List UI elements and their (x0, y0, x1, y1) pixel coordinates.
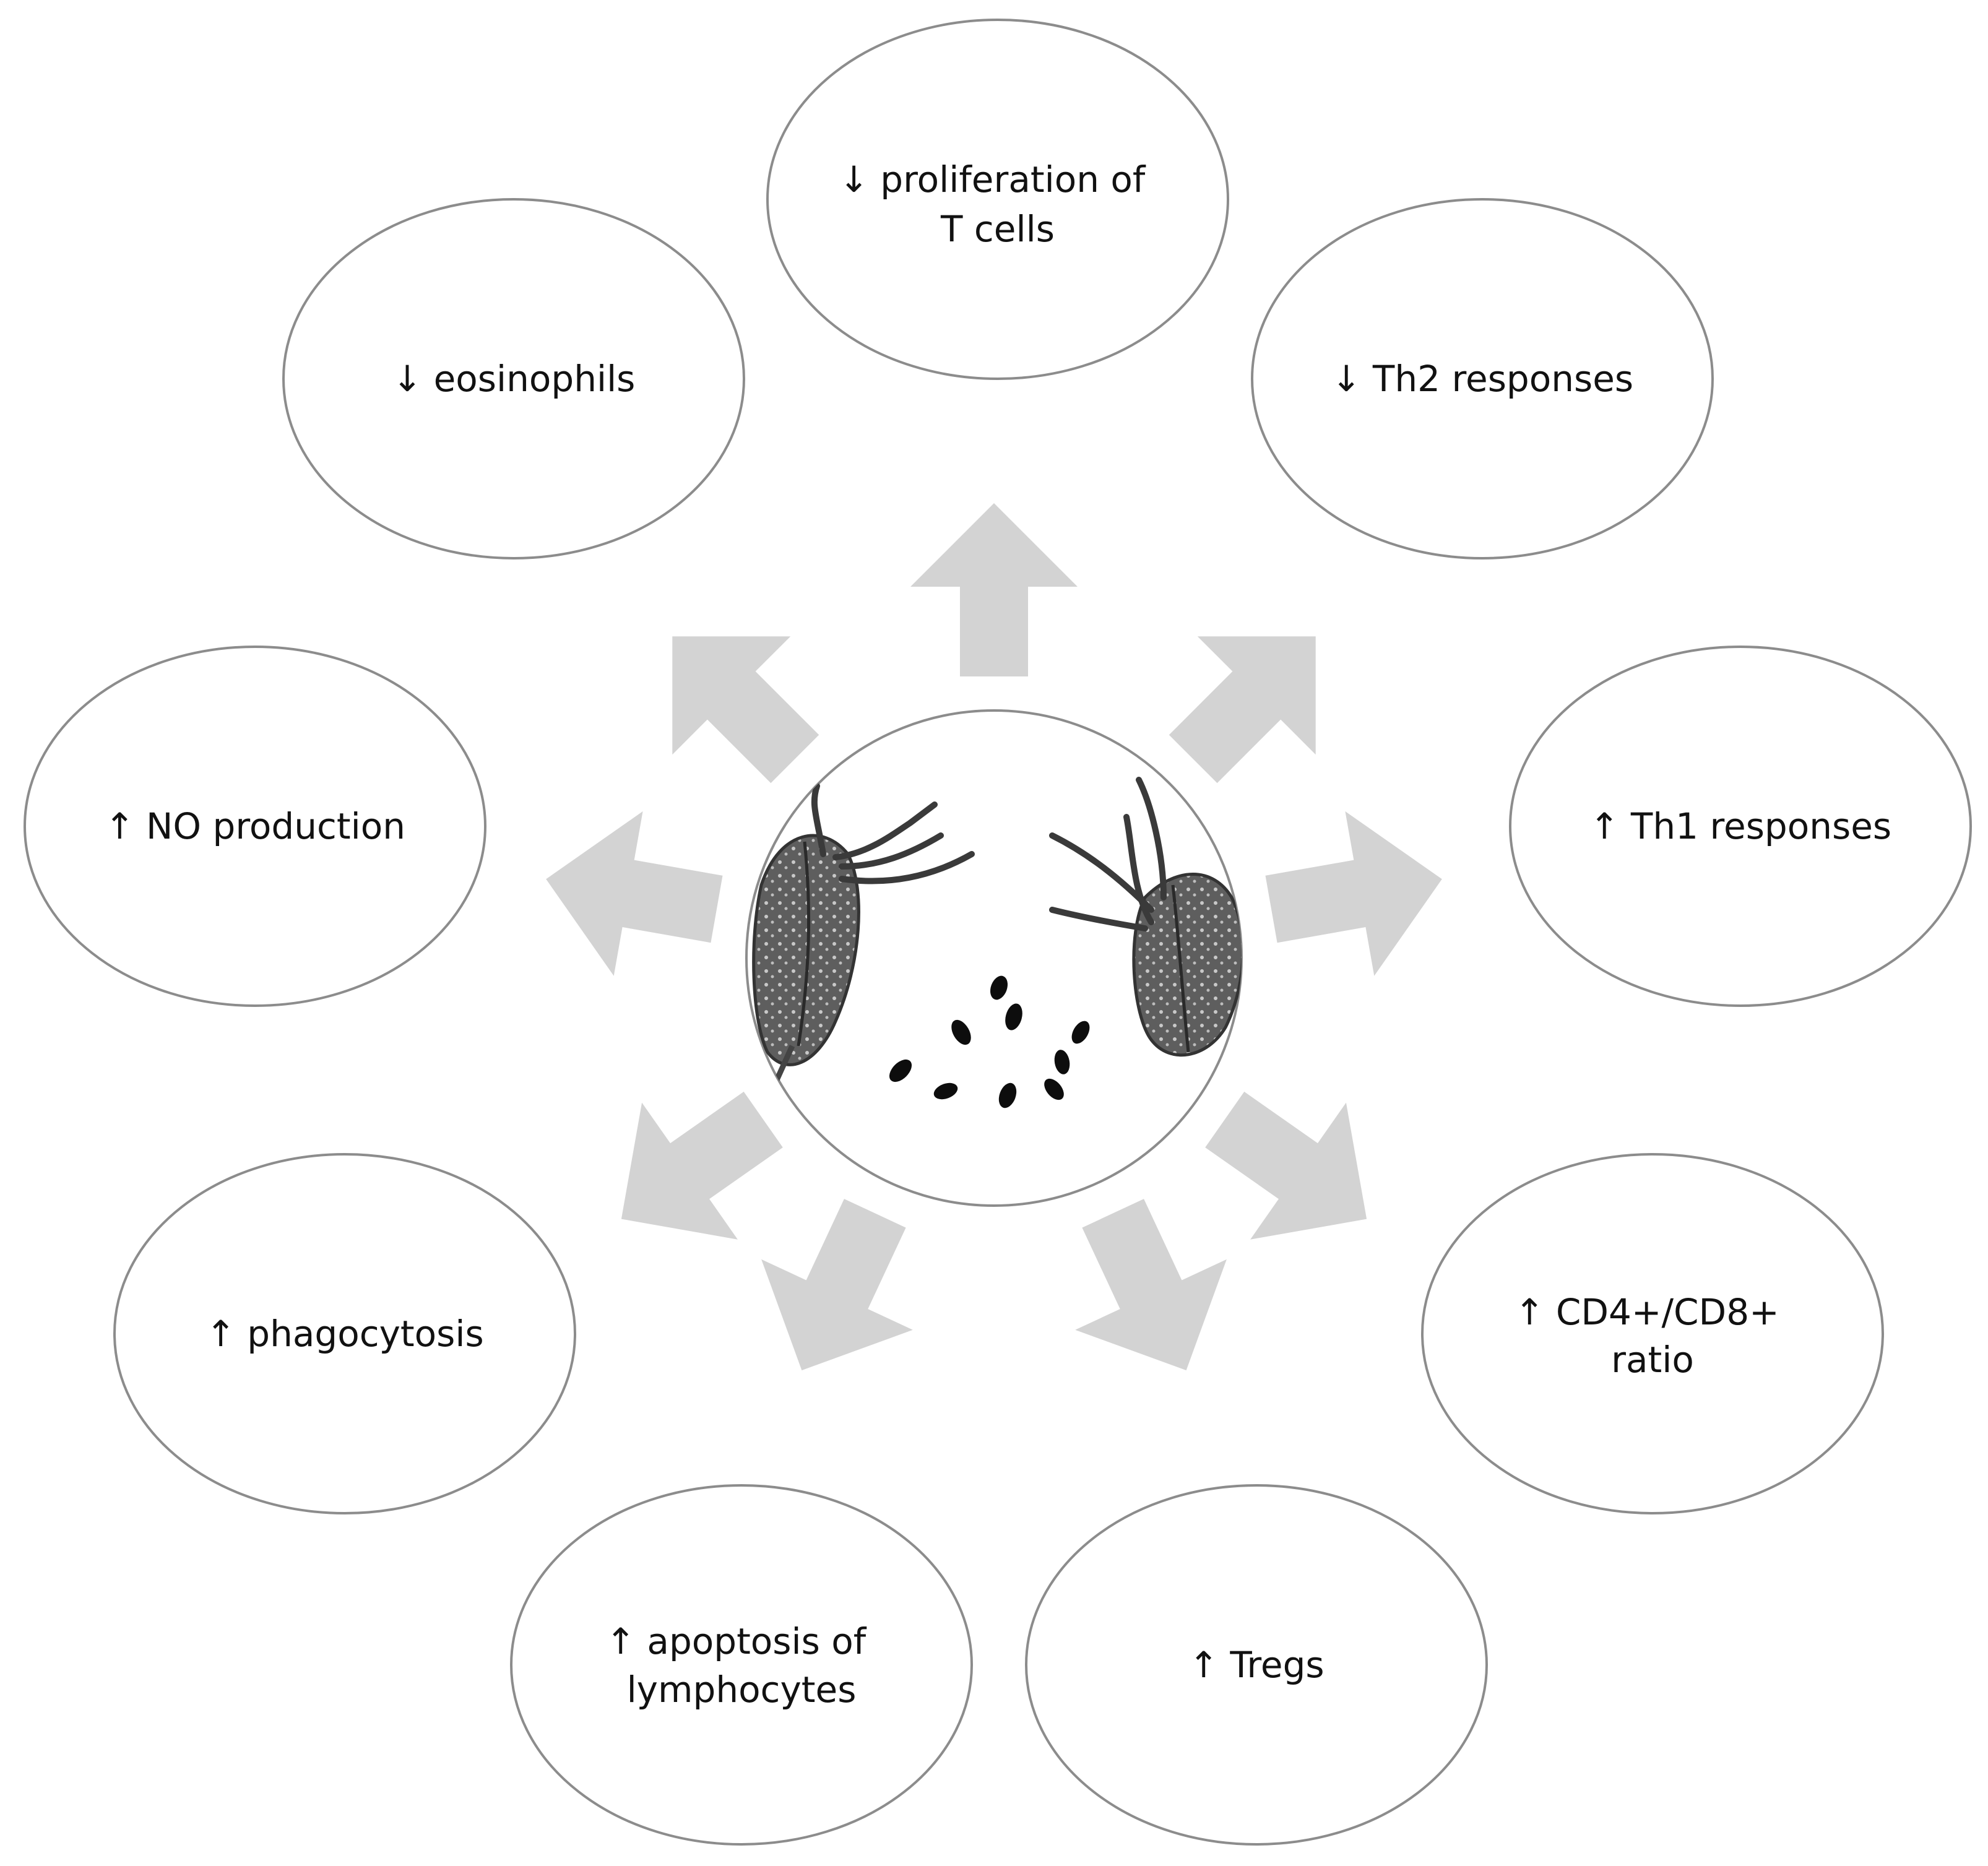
effect-label-line: ↑ Tregs (1188, 1644, 1324, 1686)
effect-no-production: ↑ NO production (24, 646, 486, 1007)
outward-arrow-6 (761, 1199, 913, 1371)
svg-text:↑ Th1 responses: ↑ Th1 responses (1589, 805, 1891, 847)
effect-tregs: ↑ Tregs (1025, 1484, 1488, 1846)
effect-ellipse (113, 1153, 576, 1514)
svg-text:↑ NO production: ↑ NO production (105, 805, 405, 847)
effect-cd4-cd8-ratio: ↑ CD4+/CD8+ ratio (1421, 1153, 1884, 1514)
outward-arrow-2 (1169, 636, 1316, 784)
effect-label-line: ↑ Th1 responses (1589, 805, 1891, 847)
svg-text:↑ Tregs: ↑ Tregs (1188, 1644, 1324, 1686)
effect-th2-responses: ↓ Th2 responses (1251, 198, 1714, 559)
effect-ellipse (510, 1484, 973, 1846)
effect-label-line: ratio (1611, 1339, 1694, 1381)
outward-arrow-5 (1075, 1199, 1227, 1371)
outward-arrow-9 (672, 636, 819, 784)
effect-label-line: ↓ eosinophils (392, 358, 636, 400)
effect-label-line: lymphocytes (627, 1669, 857, 1711)
right-fruit-icon (1049, 777, 1242, 1057)
effect-proliferation-of-t-cells: ↓ proliferation of T cells (766, 19, 1229, 380)
outward-arrow-4 (1205, 1091, 1367, 1240)
svg-text:↑ apoptosis of lymphocyt: ↑ apoptosis of lymphocytes (605, 1620, 877, 1711)
effect-label-line: ↑ phagocytosis (205, 1313, 483, 1355)
effect-label-line: ↑ apoptosis of (605, 1620, 867, 1662)
svg-text:↓ eosinophils: ↓ eosinophils (392, 358, 636, 400)
svg-text:↑ CD4+/CD8+ ratio: ↑ CD4+/CD8+ ratio (1515, 1291, 1791, 1381)
effect-ellipse (1509, 646, 1972, 1007)
svg-text:↑ phagocytosis: ↑ phagocytosis (205, 1313, 483, 1355)
outward-arrow-3 (1265, 811, 1442, 976)
arrows-group (546, 503, 1442, 1371)
effect-label-line: ↑ CD4+/CD8+ (1515, 1291, 1779, 1333)
svg-text:↓ Th2 responses: ↓ Th2 responses (1331, 358, 1633, 400)
left-fruit-icon (752, 783, 975, 1115)
effect-ellipse (1251, 198, 1714, 559)
seeds-icon (889, 975, 1090, 1108)
effect-th1-responses: ↑ Th1 responses (1509, 646, 1972, 1007)
effect-ellipse (1025, 1484, 1488, 1846)
center-plant-image (745, 709, 1243, 1207)
effect-ellipse (24, 646, 486, 1007)
effect-label-line: ↑ NO production (105, 805, 405, 847)
outward-arrow-8 (546, 811, 723, 976)
svg-text:↓ proliferation of T cel: ↓ proliferation of T cells (839, 158, 1157, 250)
effect-eosinophils: ↓ eosinophils (282, 198, 745, 559)
effect-phagocytosis: ↑ phagocytosis (113, 1153, 576, 1514)
effect-ellipse (282, 198, 745, 559)
effect-label-line: ↓ proliferation of (839, 158, 1146, 201)
effect-ellipse (766, 19, 1229, 380)
effect-apoptosis-of-lymphocytes: ↑ apoptosis of lymphocytes (510, 1484, 973, 1846)
effect-label-line: ↓ Th2 responses (1331, 358, 1633, 400)
outward-arrow-7 (621, 1091, 783, 1240)
effect-ellipse (1421, 1153, 1884, 1514)
outward-arrow-1 (910, 503, 1078, 676)
effect-label-line: T cells (940, 208, 1055, 250)
